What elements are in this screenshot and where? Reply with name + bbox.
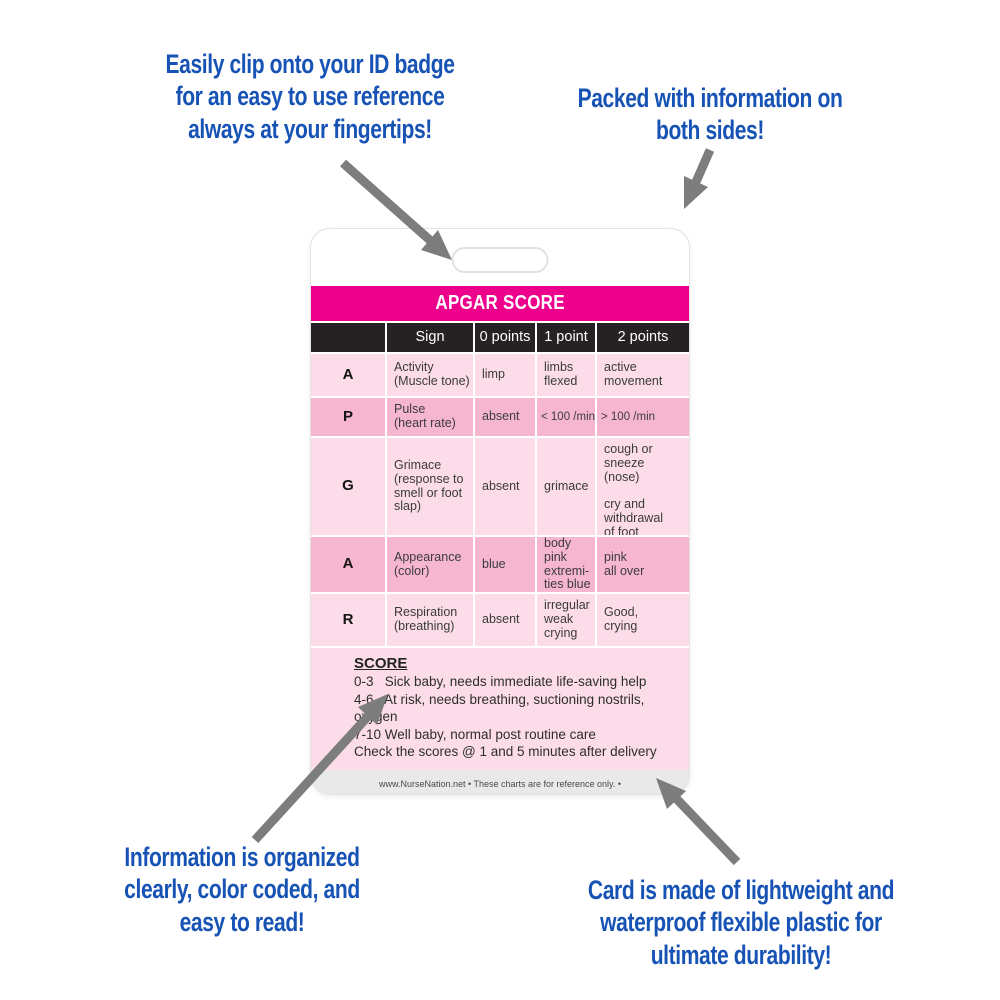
table-header-2points: 2 points (597, 323, 689, 352)
table-row-respiration-sign: Respiration (breathing) (387, 594, 473, 646)
table-header-0points: 0 points (475, 323, 535, 352)
callout-clip-onto-badge-text: Easily clip onto your ID badge for an ea… (165, 49, 455, 144)
callout-both-sides-text: Packed with information on both sides! (577, 83, 843, 146)
table-header-1point: 1 point (537, 323, 595, 352)
card-top-area (311, 229, 689, 286)
table-row-respiration-2points: Good, crying (597, 594, 689, 646)
table-row-pulse-2points: > 100 /min (597, 398, 689, 436)
table-row-grimace-sign: Grimace (response to smell or foot slap) (387, 438, 473, 535)
callout-clip-onto-badge: Easily clip onto your ID badge for an ea… (90, 48, 530, 145)
table-row-appearance-sign: Appearance (color) (387, 537, 473, 592)
table-row-activity-2points: active movement (597, 354, 689, 396)
callout-both-sides: Packed with information on both sides! (490, 82, 930, 147)
fineprint-line-2: Nurse Nation is not responsible for deci… (311, 792, 689, 795)
arrow-to-card-top-right-icon (684, 148, 715, 209)
table-row-appearance-1point: body pink extremi- ties blue (537, 537, 595, 592)
table-row-pulse-1point: < 100 /min (537, 398, 595, 436)
table-row-appearance-letter: A (311, 537, 385, 592)
callout-durable-plastic: Card is made of lightweight and waterpro… (521, 874, 961, 971)
table-row-activity-sign: Activity (Muscle tone) (387, 354, 473, 396)
table-row-activity-0points: limp (475, 354, 535, 396)
card-title: APGAR SCORE (435, 292, 565, 314)
table-row-respiration-letter: R (311, 594, 385, 646)
table-row-grimace-0points: absent (475, 438, 535, 535)
callout-durable-plastic-text: Card is made of lightweight and waterpro… (587, 875, 895, 970)
callout-color-coded: Information is organized clearly, color … (22, 841, 462, 938)
table-row-pulse-sign: Pulse (heart rate) (387, 398, 473, 436)
score-line-4-6: 4-6 At risk, needs breathing, suctioning… (354, 691, 649, 725)
table-row-respiration-0points: absent (475, 594, 535, 646)
table-header-empty (311, 323, 385, 352)
table-row-appearance-0points: blue (475, 537, 535, 592)
fineprint-line-1: www.NurseNation.net • These charts are f… (378, 778, 622, 789)
table-row-activity-letter: A (311, 354, 385, 396)
score-legend-heading: SCORE (354, 655, 408, 672)
table-header-sign: Sign (387, 323, 473, 352)
table-row-grimace-2points: cough or sneeze (nose) cry and withdrawa… (597, 438, 689, 535)
callout-color-coded-text: Information is organized clearly, color … (124, 842, 360, 937)
table-row-pulse-0points: absent (475, 398, 535, 436)
score-legend: SCORE 0-3 Sick baby, needs immediate lif… (311, 648, 689, 770)
card-title-banner: APGAR SCORE (311, 286, 689, 321)
fineprint: www.NurseNation.net • These charts are f… (311, 769, 689, 795)
badge-clip-slot (451, 247, 549, 273)
table-row-appearance-2points: pink all over (597, 537, 689, 592)
table-row-pulse-letter: P (311, 398, 385, 436)
table-row-grimace-letter: G (311, 438, 385, 535)
score-line-0-3: 0-3 Sick baby, needs immediate life-savi… (354, 674, 647, 689)
table-row-activity-1point: limbs flexed (537, 354, 595, 396)
table-row-respiration-1point: irregular weak crying (537, 594, 595, 646)
apgar-table: Sign 0 points 1 point 2 points A Activit… (311, 323, 689, 646)
table-row-grimace-1point: grimace (537, 438, 595, 535)
score-line-7-10: 7-10 Well baby, normal post routine care (354, 726, 596, 742)
score-line-check-times: Check the scores @ 1 and 5 minutes after… (354, 744, 657, 760)
apgar-reference-card: APGAR SCORE Sign 0 points 1 point 2 poin… (310, 228, 690, 795)
